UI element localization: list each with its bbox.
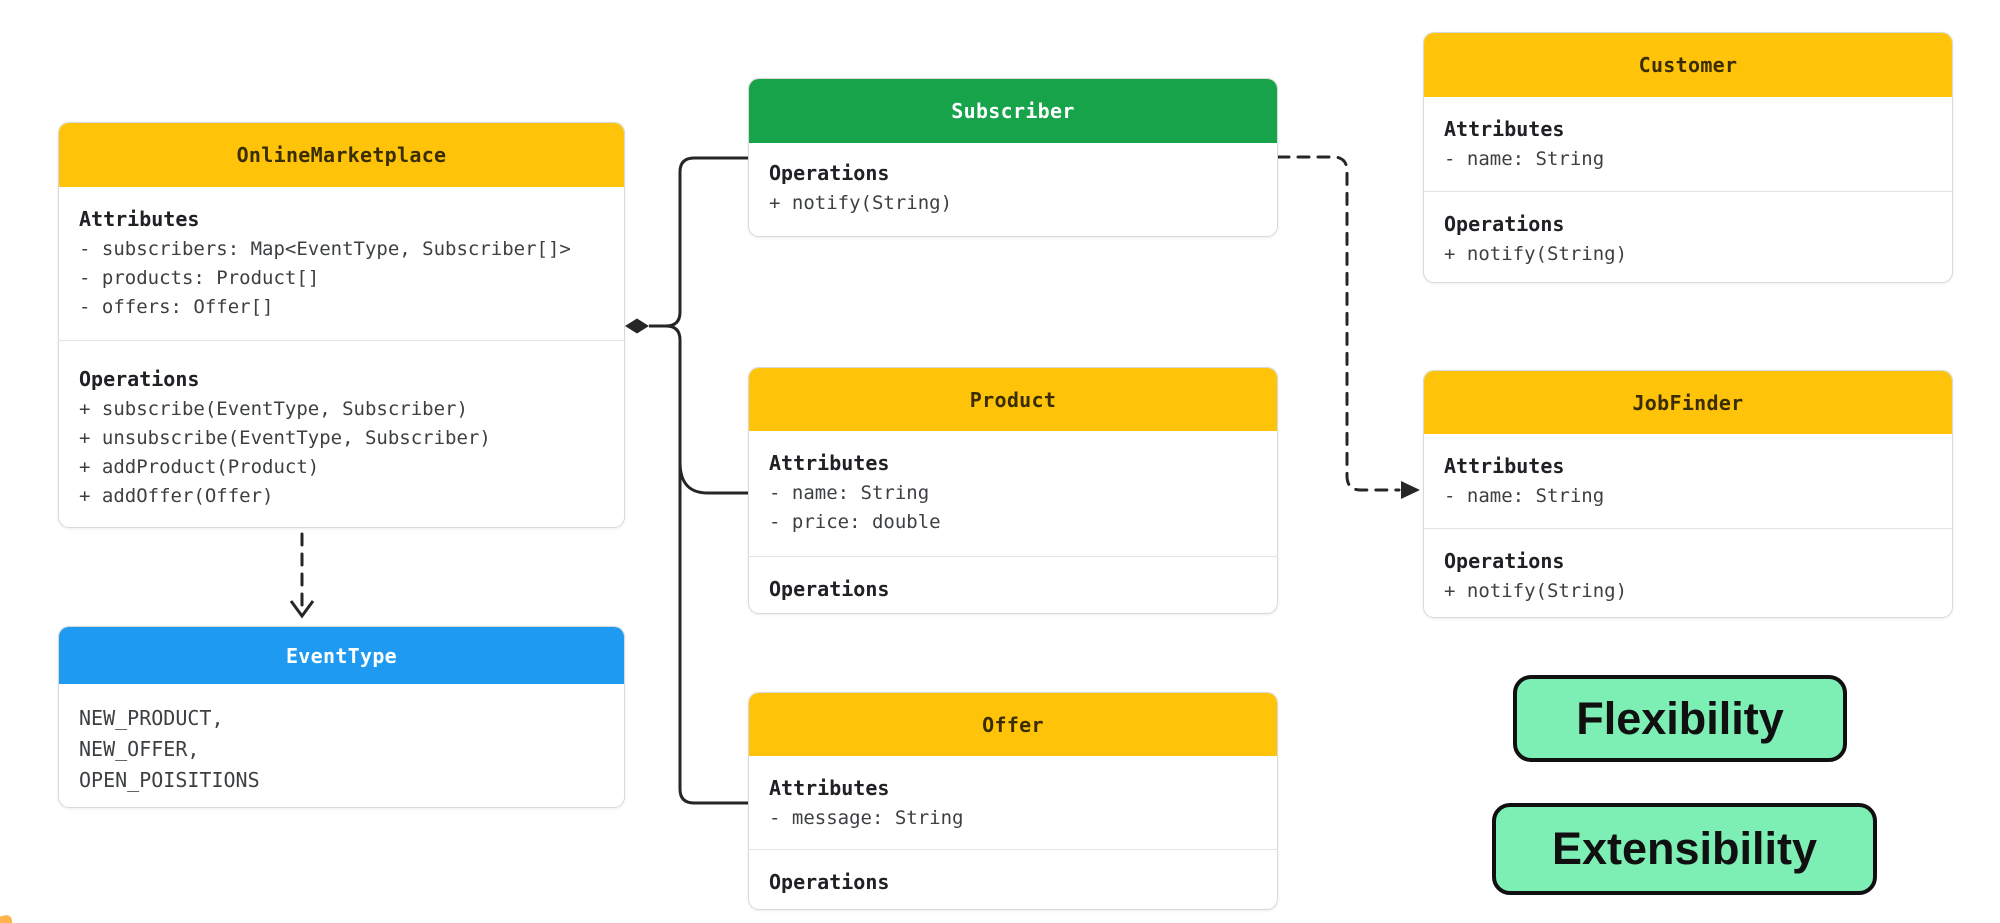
attribute-line: - name: String [1444, 485, 1605, 507]
class-title: Subscriber [951, 99, 1075, 123]
class-header: Product [749, 368, 1277, 431]
operations-section: Operations + notify(String) [749, 143, 1277, 236]
attributes-label: Attributes [769, 451, 890, 475]
corner-artifact [0, 914, 14, 923]
class-box-subscriber[interactable]: Subscriber Operations + notify(String) [748, 78, 1278, 237]
operation-line: + notify(String) [1444, 580, 1628, 602]
attributes-label: Attributes [1444, 454, 1565, 478]
class-box-customer[interactable]: Customer Attributes - name: String Opera… [1423, 32, 1953, 283]
enum-values-section: NEW_PRODUCT, NEW_OFFER, OPEN_POISITIONS [59, 684, 624, 807]
class-title: Customer [1638, 53, 1738, 77]
composition-diamond-icon [625, 318, 649, 334]
badge-flexibility[interactable]: Flexibility [1513, 675, 1847, 762]
attribute-line: - message: String [769, 807, 964, 829]
attribute-line: - offers: Offer[] [79, 296, 274, 318]
class-title: Offer [982, 712, 1044, 737]
operation-line: + notify(String) [1444, 243, 1628, 265]
operations-label: Operations [769, 161, 890, 185]
class-box-onlinemarketplace[interactable]: OnlineMarketplace Attributes - subscribe… [58, 122, 625, 528]
class-header: Offer [749, 693, 1277, 756]
attributes-section: Attributes - message: String [749, 756, 1277, 849]
operations-section: Operations + subscribe(EventType, Subscr… [59, 340, 624, 527]
operation-line: + subscribe(EventType, Subscriber) [79, 398, 468, 420]
enum-value: OPEN_POISITIONS [79, 768, 260, 792]
enum-header: EventType [59, 627, 624, 684]
attributes-label: Attributes [1444, 117, 1565, 141]
operation-line: + addProduct(Product) [79, 456, 320, 478]
operation-line: + notify(String) [769, 192, 953, 214]
operations-section: Operations + notify(String) [1424, 528, 1952, 617]
class-title: JobFinder [1632, 390, 1744, 415]
class-title: Product [969, 387, 1057, 412]
attribute-line: - products: Product[] [79, 267, 320, 289]
class-box-offer[interactable]: Offer Attributes - message: String Opera… [748, 692, 1278, 910]
attribute-line: - subscribers: Map<EventType, Subscriber… [79, 238, 571, 260]
operations-section: Operations + notify(String) [1424, 191, 1952, 282]
operations-label: Operations [1444, 212, 1565, 236]
badge-label: Extensibility [1551, 823, 1818, 874]
enum-value: NEW_OFFER, [79, 737, 200, 761]
badge-label: Flexibility [1576, 692, 1784, 744]
operations-section: Operations [749, 556, 1277, 613]
operations-label: Operations [769, 870, 890, 894]
class-header: Customer [1424, 33, 1952, 97]
attributes-label: Attributes [79, 207, 200, 231]
enum-title: EventType [285, 643, 398, 668]
operations-section: Operations [749, 849, 1277, 909]
class-title: OnlineMarketplace [236, 143, 447, 167]
class-box-product[interactable]: Product Attributes - name: String - pric… [748, 367, 1278, 614]
attribute-line: - price: double [769, 511, 941, 533]
operations-label: Operations [1444, 549, 1565, 573]
attribute-line: - name: String [1444, 148, 1605, 170]
composition-line-offer [649, 324, 748, 805]
composition-line-product [678, 461, 748, 495]
attributes-section: Attributes - name: String - price: doubl… [749, 431, 1277, 556]
operation-line: + unsubscribe(EventType, Subscriber) [79, 427, 491, 449]
attributes-section: Attributes - name: String [1424, 97, 1952, 191]
filled-arrowhead-icon [1401, 481, 1420, 499]
attributes-label: Attributes [769, 776, 890, 800]
attributes-section: Attributes - name: String [1424, 434, 1952, 528]
composition-line-subscriber [649, 156, 748, 328]
dashed-line-jobfinder [1276, 155, 1401, 492]
operations-label: Operations [769, 577, 890, 601]
class-box-jobfinder[interactable]: JobFinder Attributes - name: String Oper… [1423, 370, 1953, 618]
attribute-line: - name: String [769, 482, 930, 504]
class-header: OnlineMarketplace [59, 123, 624, 187]
open-arrowhead-icon [289, 600, 315, 619]
attributes-section: Attributes - subscribers: Map<EventType,… [59, 187, 624, 340]
class-header: JobFinder [1424, 371, 1952, 434]
enum-value: NEW_PRODUCT, [79, 706, 224, 730]
enum-box-eventtype[interactable]: EventType NEW_PRODUCT, NEW_OFFER, OPEN_P… [58, 626, 625, 808]
class-header: Subscriber [749, 79, 1277, 143]
operation-line: + addOffer(Offer) [79, 485, 274, 507]
badge-extensibility[interactable]: Extensibility [1492, 803, 1877, 895]
operations-label: Operations [79, 367, 200, 391]
